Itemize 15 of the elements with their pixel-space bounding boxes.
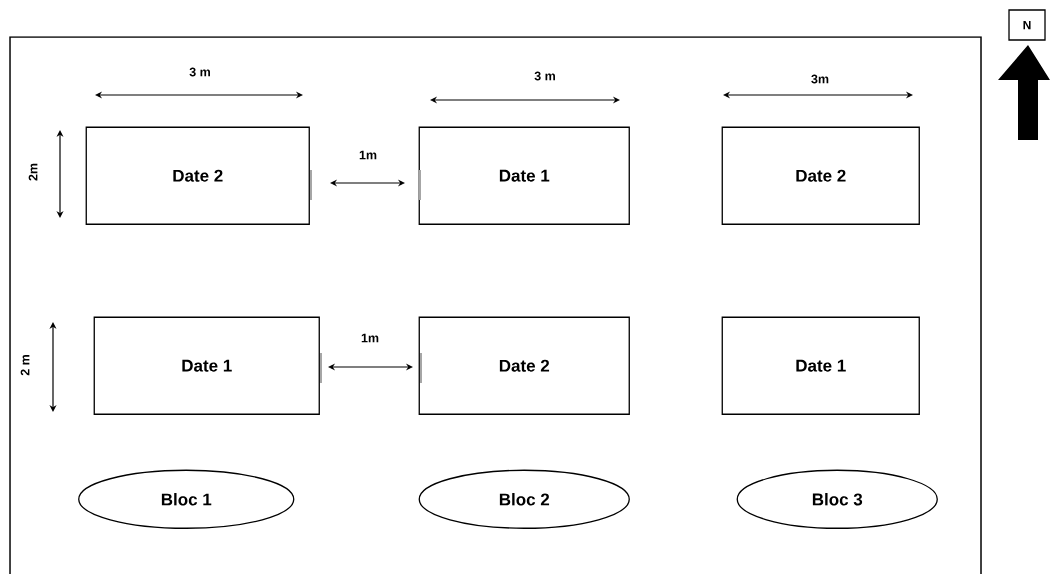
- plot-box: Date 2: [721, 126, 920, 225]
- plot-box: Date 2: [85, 126, 310, 225]
- dimension-label: 1m: [359, 150, 377, 160]
- north-label-box: N: [1008, 9, 1046, 41]
- dimension-label: 3m: [811, 74, 829, 84]
- plot-box: Date 1: [721, 316, 920, 415]
- dimension-label: 3 m: [534, 71, 555, 81]
- dimension-label: 1m: [361, 333, 379, 343]
- plot-box: Date 1: [418, 126, 630, 225]
- dimension-label: 3 m: [189, 67, 210, 77]
- dimension-label: 2 m: [20, 355, 30, 376]
- dimension-label: 2m: [28, 163, 38, 181]
- plot-box: Date 2: [418, 316, 630, 415]
- plot-box: Date 1: [93, 316, 320, 415]
- field-border: [9, 36, 982, 574]
